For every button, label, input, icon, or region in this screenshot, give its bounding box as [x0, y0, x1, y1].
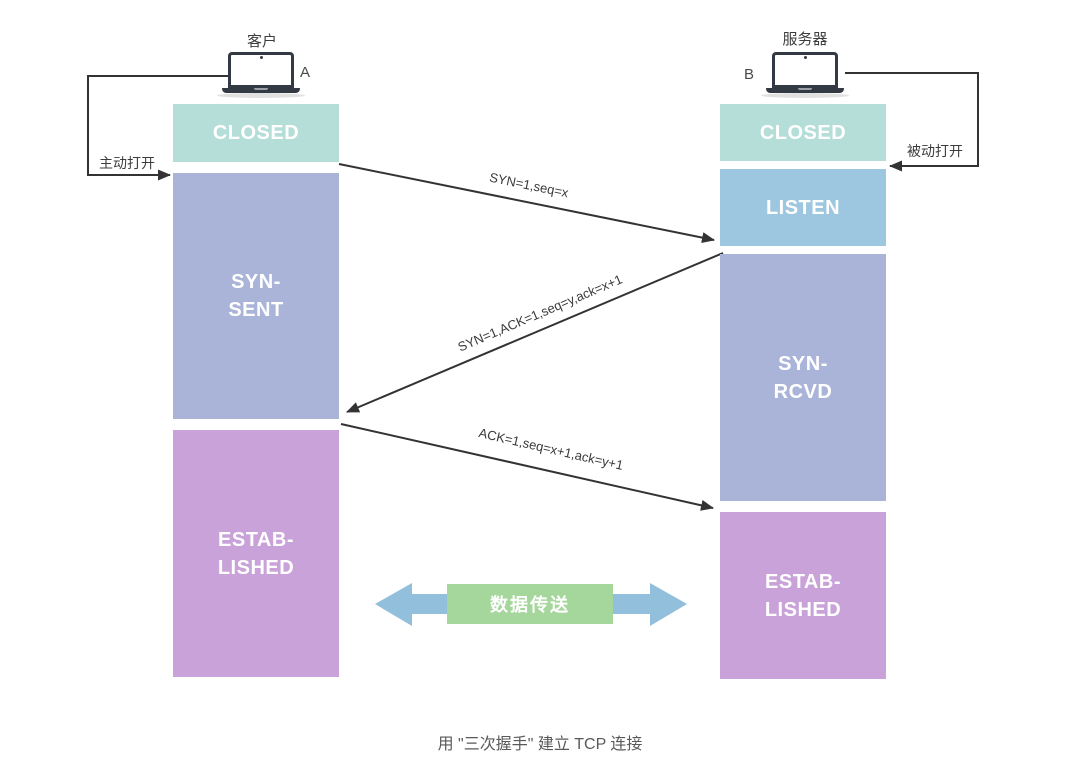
laptop-screen — [228, 52, 294, 88]
server-device-label: 服务器 — [782, 31, 828, 48]
state-label: CLOSED — [212, 122, 300, 144]
transfer-left-arrow-icon — [375, 583, 447, 626]
passive-open-label: 被动打开 — [907, 143, 963, 159]
laptop-screen — [772, 52, 838, 88]
server-state-listen: LISTEN — [720, 169, 886, 246]
laptop-notch — [254, 88, 268, 90]
data-transfer-box: 数据传送 — [447, 584, 613, 624]
server-state-closed: CLOSED — [720, 104, 886, 161]
laptop-base — [222, 88, 300, 93]
server-node-letter: B — [744, 66, 755, 83]
transfer-right-arrow-icon — [613, 583, 687, 626]
state-label: SYN- RCVD — [773, 352, 833, 403]
laptop-shadow — [761, 93, 849, 98]
laptop-base — [766, 88, 844, 93]
syn-ack-message-label: SYN=1,ACK=1,seq=y,ack=x+1 — [455, 271, 625, 355]
syn-message-label: SYN=1,seq=x — [488, 169, 570, 201]
laptop-shadow — [217, 93, 305, 98]
client-state-syn-sent: SYN- SENT — [173, 173, 339, 419]
syn-ack-arrow — [346, 252, 724, 413]
state-label: LISTEN — [765, 196, 841, 219]
laptop-camera-dot — [804, 56, 807, 59]
active-open-label: 主动打开 — [99, 155, 155, 171]
server-state-established: ESTAB- LISHED — [720, 512, 886, 679]
client-state-established: ESTAB- LISHED — [173, 430, 339, 677]
state-label: SYN- SENT — [228, 271, 284, 321]
laptop-notch — [798, 88, 812, 90]
client-state-closed: CLOSED — [173, 104, 339, 162]
client-device-label: 客户 — [246, 33, 277, 50]
laptop-camera-dot — [260, 56, 263, 59]
server-state-syn-rcvd: SYN- RCVD — [720, 254, 886, 501]
syn-arrow — [338, 163, 715, 244]
state-label: ESTAB- LISHED — [217, 528, 295, 579]
diagram-caption: 用 "三次握手" 建立 TCP 连接 — [437, 736, 643, 753]
server-laptop-icon — [761, 52, 849, 98]
ack-message-label: ACK=1,seq=x+1,ack=y+1 — [477, 425, 625, 473]
state-label: CLOSED — [759, 121, 847, 144]
client-laptop-icon — [217, 52, 305, 98]
state-label: ESTAB- LISHED — [764, 570, 842, 621]
client-node-letter: A — [300, 64, 311, 81]
data-transfer-label: 数据传送 — [490, 595, 570, 615]
